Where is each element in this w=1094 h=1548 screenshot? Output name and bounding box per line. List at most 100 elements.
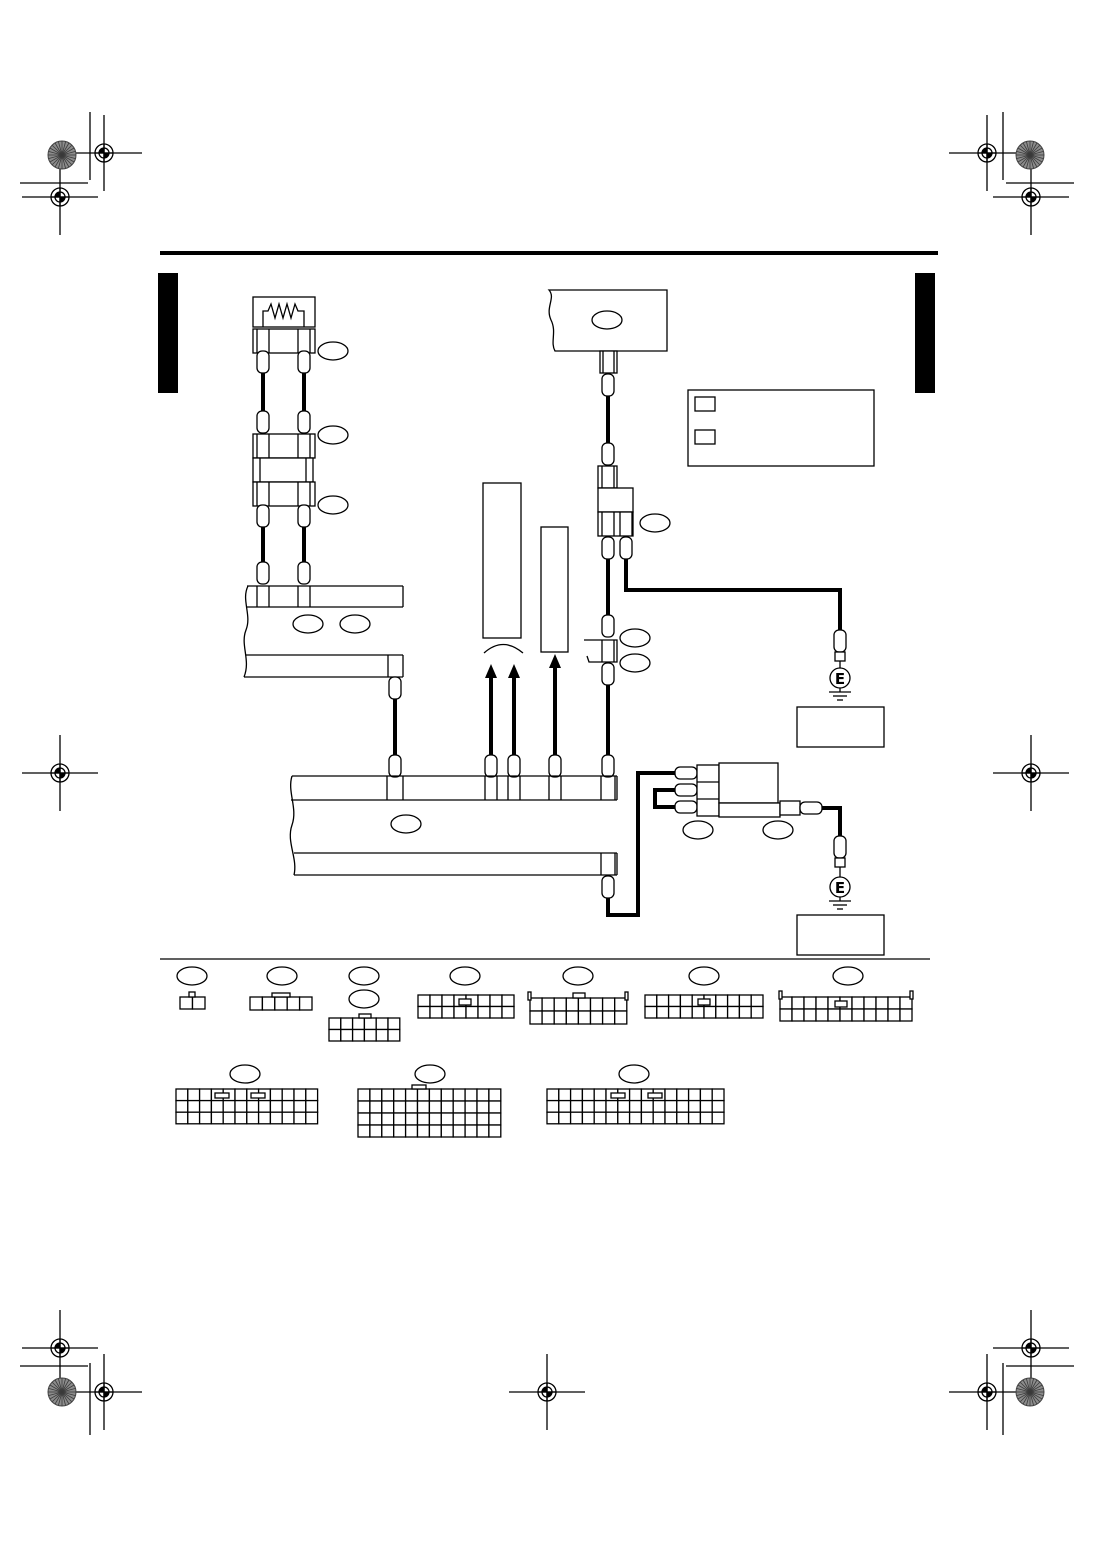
- connector-cavity: [477, 994, 491, 1008]
- target-spoke: [1017, 154, 1031, 163]
- intermediate-connector-housing: [584, 639, 618, 663]
- connector-cavity: [863, 1008, 877, 1022]
- target-spoke: [1016, 1391, 1031, 1397]
- main-control-unit: [289, 775, 618, 876]
- target-spoke: [57, 1378, 63, 1393]
- registration-mark: [22, 1310, 98, 1386]
- ground-point: E: [829, 651, 851, 701]
- target-spoke: [51, 154, 63, 166]
- connector-cavity: [257, 1111, 272, 1125]
- connector-cavity: [393, 1088, 407, 1102]
- connector-cavity: [464, 1088, 478, 1102]
- registration-quadrant: [104, 153, 109, 158]
- connector-cavity: [711, 1111, 725, 1125]
- connector-cavity: [726, 994, 741, 1008]
- connector-label-oval: [449, 966, 481, 986]
- connector-cavity: [687, 1099, 702, 1113]
- joint-connector-body: [597, 487, 634, 513]
- connector-label-oval: [390, 814, 422, 834]
- connector-cavity: [664, 1099, 678, 1113]
- connector-cavity: [628, 1111, 643, 1125]
- connector-lock-tab: [647, 1092, 663, 1099]
- connector-cavity: [851, 996, 865, 1010]
- connector-label-oval: [348, 966, 380, 986]
- target-spoke: [1022, 142, 1031, 156]
- target-spoke: [1029, 147, 1043, 156]
- connector-cavity: [441, 994, 455, 1008]
- connector-cavity: [363, 1017, 377, 1031]
- ground-location-box: [796, 706, 885, 748]
- reference-box-narrow: [540, 526, 569, 653]
- target-spoke: [51, 1391, 63, 1403]
- connector-cavity: [875, 1008, 889, 1022]
- joint-connector-outlet: [779, 800, 801, 816]
- component-outline: [547, 289, 668, 352]
- connector-cavity: [614, 1010, 628, 1025]
- right-section-tab: [915, 273, 935, 393]
- target-spoke: [61, 150, 76, 156]
- target-spoke: [1019, 1381, 1031, 1393]
- connector-cavity: [541, 997, 555, 1012]
- connector-cavity: [293, 1111, 307, 1125]
- registration-quadrant: [1026, 1343, 1031, 1348]
- ground-wire: [606, 771, 676, 917]
- connector-cavity: [428, 1088, 442, 1102]
- connector-face: [249, 966, 313, 1011]
- arrow-to-reference: [485, 664, 497, 755]
- arrow-to-reference: [508, 664, 520, 755]
- target-spoke: [57, 154, 63, 169]
- ground-terminal: [834, 651, 846, 662]
- connector-cavity: [452, 1124, 466, 1138]
- connector-cavity: [357, 1124, 371, 1138]
- target-spoke: [61, 1384, 75, 1393]
- connector-cavity: [404, 1100, 419, 1114]
- connector-label-oval: [292, 614, 324, 634]
- connector-cavity: [464, 1100, 478, 1114]
- terminal-pin: [388, 754, 402, 778]
- terminal-pin: [297, 561, 311, 585]
- target-spoke: [61, 1379, 70, 1393]
- connector-cavity: [863, 996, 877, 1010]
- ground-wire: [822, 806, 842, 836]
- connector-cavity: [234, 1111, 248, 1125]
- connector-cavity: [779, 1008, 793, 1022]
- connector-label-oval: [832, 966, 864, 986]
- connector-cavity: [664, 1088, 678, 1102]
- connector-cavity: [558, 1111, 572, 1125]
- connector-label-oval: [339, 614, 371, 634]
- target-spoke: [1029, 154, 1043, 163]
- terminal-pin: [601, 614, 615, 638]
- target-spoke: [1029, 1391, 1041, 1403]
- connector-cavity: [617, 1111, 631, 1125]
- connector-cavity: [640, 1099, 654, 1113]
- connector-cavity: [249, 996, 264, 1011]
- jumper-loop-wire: [653, 788, 676, 809]
- connector-cavity: [464, 1124, 478, 1138]
- connector-cavity: [664, 1111, 678, 1125]
- connector-cavity: [404, 1124, 419, 1138]
- connector-cavity: [565, 997, 580, 1012]
- connector-cavity: [875, 996, 889, 1010]
- unit-broken-edge: [289, 775, 296, 876]
- registration-quadrant: [982, 148, 987, 153]
- registration-quadrant: [55, 1343, 60, 1348]
- connector-cavity: [577, 997, 592, 1012]
- connector-cavity: [269, 1111, 283, 1125]
- connector-cavity: [887, 1008, 901, 1022]
- target-spoke: [1016, 1387, 1031, 1393]
- connector-cavity: [699, 1111, 713, 1125]
- connector-cavity: [569, 1111, 584, 1125]
- connector-cavity: [246, 1111, 260, 1125]
- registration-quadrant: [1026, 768, 1031, 773]
- registration-mark: [949, 1354, 1025, 1430]
- connector-cavity: [246, 1099, 260, 1113]
- connector-lock-tab: [610, 1092, 626, 1099]
- connector-cavity: [715, 1005, 729, 1019]
- connector-cavity: [293, 1099, 307, 1113]
- connector-cavity: [489, 994, 503, 1008]
- connector-cavity: [679, 1005, 693, 1019]
- connector-label-oval: [618, 1064, 650, 1084]
- connector-cavity: [417, 994, 431, 1008]
- connector-cavity: [667, 994, 682, 1008]
- target-spoke: [1029, 150, 1044, 156]
